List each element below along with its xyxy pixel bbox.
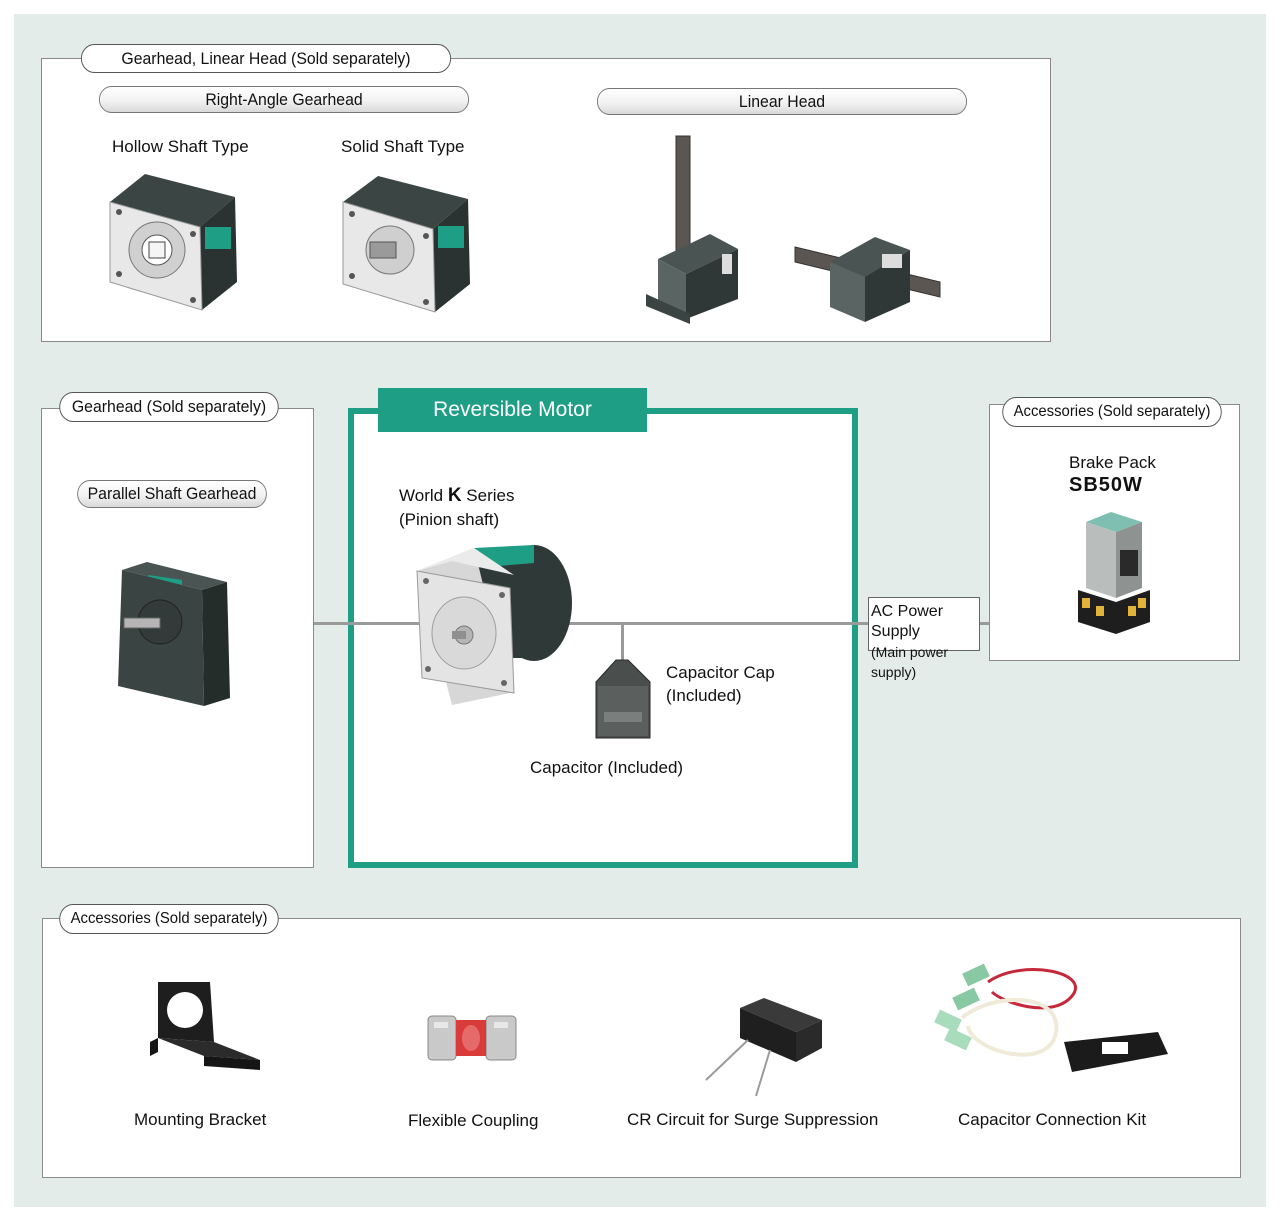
flexible-coupling-image <box>427 1015 517 1061</box>
ac-power-supply-box: AC Power Supply (Main power supply) <box>868 597 980 680</box>
hollow-shaft-type-label: Hollow Shaft Type <box>112 137 249 156</box>
reversible-motor-title: Reversible Motor <box>378 388 647 432</box>
accessories-right-title: Accessories (Sold separately) <box>1002 397 1222 427</box>
ac-power-supply-label: AC Power Supply <box>871 603 944 640</box>
series-prefix: World <box>399 486 448 505</box>
flexible-coupling-label: Flexible Coupling <box>408 1111 539 1130</box>
connector-capacitor <box>621 622 624 662</box>
brake-pack-image <box>1078 512 1150 634</box>
hollow-shaft-gearhead-image <box>109 174 237 311</box>
linear-head-title: Linear Head <box>596 88 968 115</box>
connector-gearhead-motor <box>314 622 868 625</box>
capacitor-connection-kit-label: Capacitor Connection Kit <box>958 1110 1147 1129</box>
solid-shaft-gearhead-image <box>342 176 470 313</box>
cr-circuit-image <box>705 998 822 1097</box>
gearhead-title: Gearhead (Sold separately) <box>59 392 279 422</box>
world-k-series-label: World K Series <box>399 485 514 507</box>
accessories-bottom-title: Accessories (Sold separately) <box>59 904 279 934</box>
brake-pack-model: SB50W <box>1069 474 1143 496</box>
gearhead-linear-title: Gearhead, Linear Head (Sold separately) <box>80 44 452 73</box>
main-power-supply-label: (Main power supply) <box>871 644 949 680</box>
cr-circuit-label: CR Circuit for Surge Suppression <box>627 1110 879 1129</box>
solid-shaft-type-label: Solid Shaft Type <box>341 137 465 156</box>
right-angle-gearhead-title: Right-Angle Gearhead <box>98 86 470 113</box>
mounting-bracket-label: Mounting Bracket <box>134 1110 267 1129</box>
linear-head-horizontal-image <box>794 237 941 322</box>
reversible-motor-image <box>416 545 572 705</box>
connector-power-accessories <box>980 622 989 625</box>
parallel-shaft-gearhead-title: Parallel Shaft Gearhead <box>77 480 267 508</box>
pinion-shaft-label: (Pinion shaft) <box>399 510 500 529</box>
parallel-shaft-gearhead-image <box>118 562 230 706</box>
capacitor-label: Capacitor (Included) <box>530 758 684 777</box>
capacitor-cap-label: Capacitor Cap <box>666 663 775 682</box>
series-suffix: Series <box>461 486 515 505</box>
series-k: K <box>447 485 462 506</box>
capacitor-connection-kit-image <box>934 963 1168 1072</box>
linear-head-vertical-image <box>646 135 738 324</box>
accessories-bottom-section <box>42 918 1241 1178</box>
mounting-bracket-image <box>150 982 260 1070</box>
capacitor-cap-included-label: (Included) <box>666 686 742 705</box>
capacitor-image <box>595 659 651 739</box>
brake-pack-label: Brake Pack <box>1069 453 1156 472</box>
